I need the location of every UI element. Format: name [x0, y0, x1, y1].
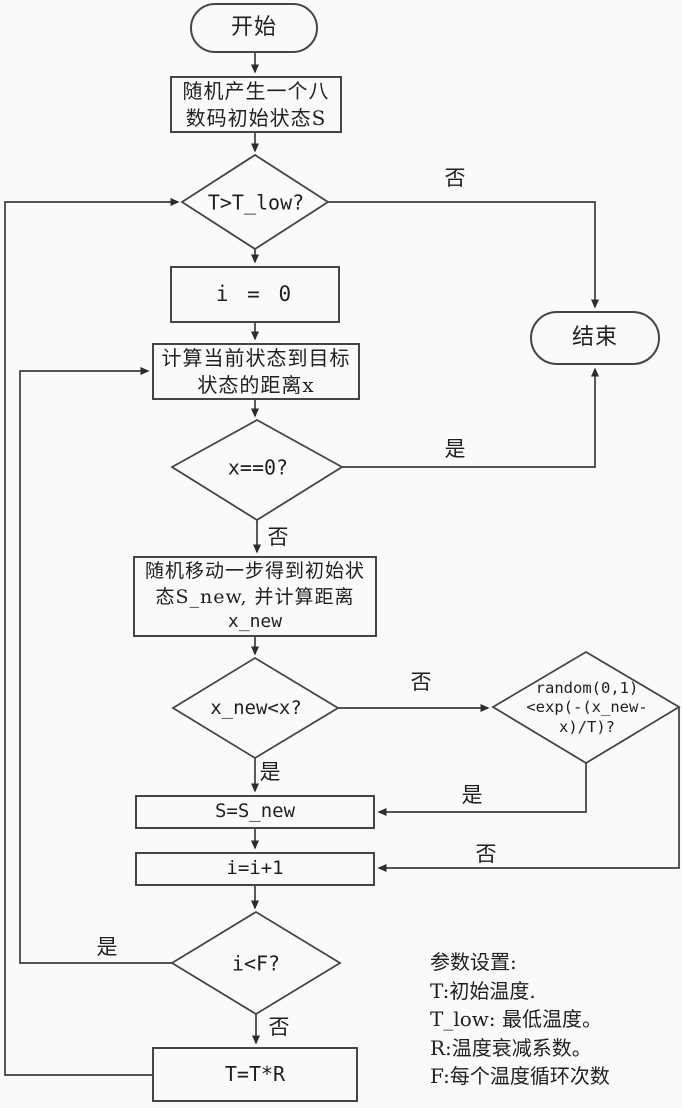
condaccept-line3: x)/T)? — [558, 717, 615, 736]
edge-condsolved-yes-to-end — [342, 367, 599, 468]
assign-s-label: S=S_new — [214, 800, 296, 823]
end-label: 结束 — [571, 325, 618, 351]
random-move-line1: 随机移动一步得到初始状 — [144, 560, 365, 583]
condaccept-line1: random(0,1) — [535, 678, 639, 697]
branch-label-temp-no: 否 — [444, 166, 466, 190]
parameter-legend-line-f: F:每个温度循环次数 — [430, 1064, 610, 1088]
edge-condaccept-no-to-incri — [377, 707, 680, 872]
conditer-diamond — [170, 910, 342, 1016]
parameter-legend-line-r: R:温度衰减系数。 — [430, 1035, 592, 1060]
parameter-legend: 参数设置: T:初始温度. T_low: 最低温度。 R:温度衰减系数。 F:每… — [430, 948, 682, 1091]
branch-label-solved-yes: 是 — [444, 437, 466, 461]
conditer-label: i<F? — [231, 951, 281, 976]
set-i-label: i = 0 — [215, 281, 295, 306]
condaccept-line2: <exp(-(x_new- — [526, 698, 648, 717]
branch-label-solved-no: 否 — [267, 525, 289, 549]
condtemp-label: T>T_low? — [207, 190, 305, 215]
condsolved-label: x==0? — [227, 455, 289, 480]
calc-distance-node: 计算当前状态到目标 状态的距离x — [152, 343, 360, 400]
calc-distance-line1: 计算当前状态到目标 — [161, 345, 351, 370]
end-node: 结束 — [530, 311, 660, 365]
parameter-legend-line-tlow: T_low: 最低温度。 — [430, 1007, 602, 1031]
increment-i-node: i=i+1 — [135, 852, 375, 886]
branch-label-accept-yes: 是 — [461, 783, 483, 807]
parameter-legend-title: 参数设置: — [430, 950, 517, 974]
increment-i-label: i=i+1 — [226, 857, 284, 880]
cool-temp-label: T=T*R — [224, 1062, 286, 1087]
edge-conditer-yes-to-calc — [19, 367, 172, 964]
init-state-line2: 数码初始状态S — [185, 105, 327, 130]
random-move-line2: 态S_new, 并计算距离 — [155, 585, 355, 608]
condbetter-label: x_new<x? — [210, 697, 302, 720]
parameter-legend-line-t: T:初始温度. — [430, 978, 536, 1003]
condaccept-diamond — [491, 650, 681, 765]
random-move-node: 随机移动一步得到初始状 态S_new, 并计算距离 x_new — [133, 556, 377, 637]
branch-label-better-yes: 是 — [259, 760, 281, 784]
condtemp-diamond — [180, 153, 330, 251]
random-move-line3: x_new — [227, 610, 283, 632]
init-state-node: 随机产生一个八 数码初始状态S — [170, 76, 342, 133]
calc-distance-line2: 状态的距离x — [197, 372, 315, 397]
branch-label-better-no: 否 — [410, 670, 432, 694]
condsolved-diamond — [170, 418, 344, 522]
cool-temp-node: T=T*R — [152, 1047, 358, 1102]
start-label: 开始 — [230, 15, 277, 41]
branch-label-iter-yes: 是 — [96, 935, 118, 959]
set-i-node: i = 0 — [170, 266, 340, 323]
edge-condtemp-no-to-end — [328, 201, 599, 309]
init-state-line1: 随机产生一个八 — [182, 78, 330, 103]
edge-cool-to-condtemp — [4, 198, 180, 1076]
branch-label-accept-no: 否 — [475, 842, 497, 866]
branch-label-iter-no: 否 — [268, 1015, 290, 1039]
condbetter-diamond — [171, 656, 340, 760]
assign-s-node: S=S_new — [135, 795, 375, 829]
condaccept-label: random(0,1) <exp(-(x_new- x)/T)? — [526, 679, 647, 737]
start-node: 开始 — [190, 3, 318, 53]
edge-condaccept-yes-to-assigns — [377, 763, 587, 816]
